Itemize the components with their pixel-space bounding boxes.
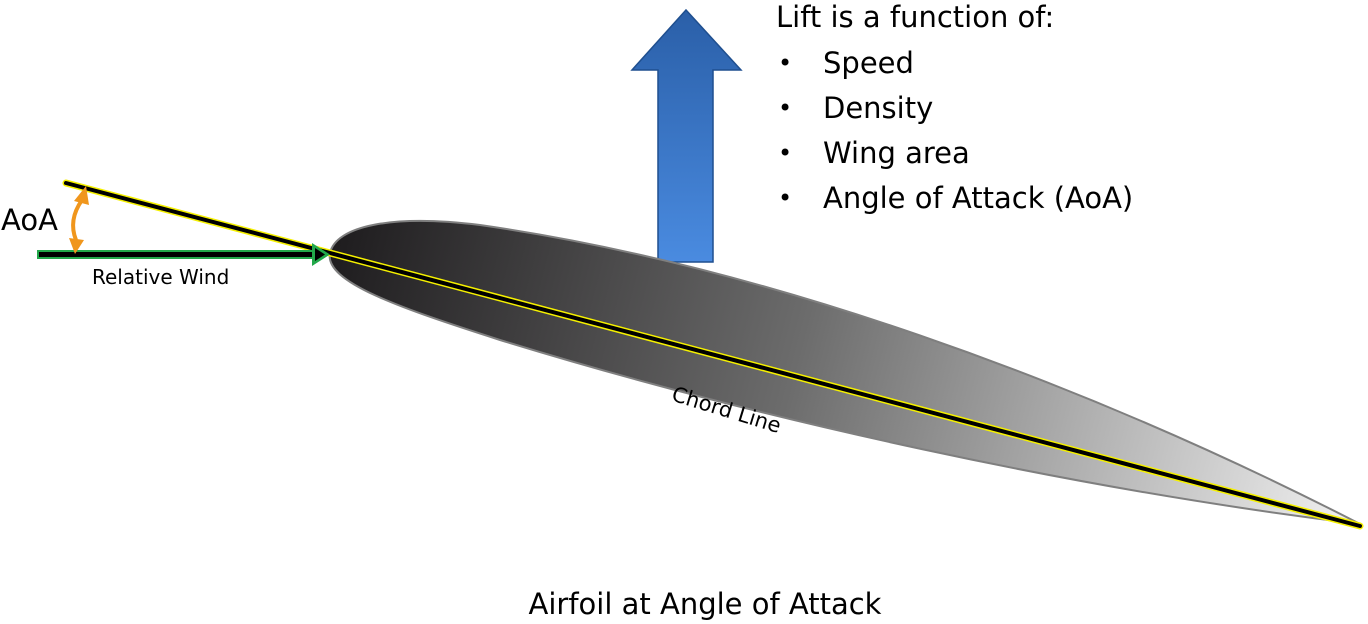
lift-factor-item: • Density [776,86,1336,131]
lift-factor-label: Speed [823,46,914,80]
lift-title: Lift is a function of: [776,0,1055,34]
lift-arrow [630,8,743,263]
figure-caption: Airfoil at Angle of Attack [528,587,882,621]
airfoil [328,220,1361,525]
bullet-icon: • [778,94,793,122]
lift-factors-panel: Lift is a function of: • Speed • Density… [776,0,1336,221]
chord-line [64,181,1362,528]
lift-factor-label: Wing area [823,136,970,170]
lift-factor-item: • Speed [776,41,1336,86]
lift-factor-label: Density [823,91,934,125]
lift-factor-list: • Speed • Density • Wing area • Angle of… [776,41,1336,221]
lift-factor-item: • Wing area [776,131,1336,176]
aoa-arc [69,186,89,254]
bullet-icon: • [778,139,793,167]
aoa-label: AoA [1,203,58,237]
relative-wind-arrow [37,243,330,266]
lift-factor-item: • Angle of Attack (AoA) [776,176,1336,221]
bullet-icon: • [778,49,793,77]
lift-factor-label: Angle of Attack (AoA) [823,181,1134,215]
bullet-icon: • [778,184,793,212]
relative-wind-label: Relative Wind [92,265,230,289]
